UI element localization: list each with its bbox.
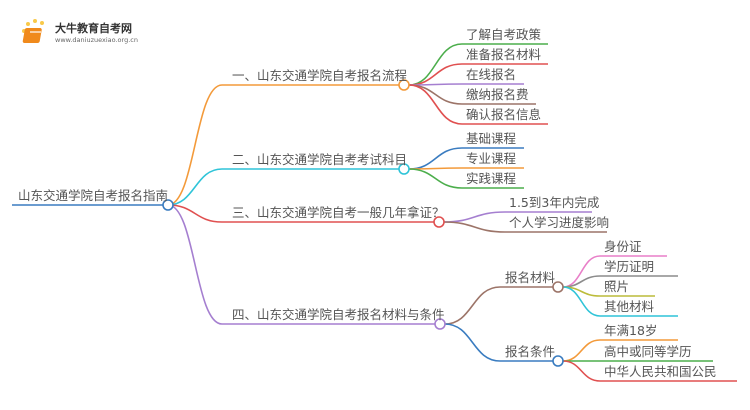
branch-toggle-4[interactable] [434,318,446,330]
leaf-node[interactable]: 专业课程 [466,151,517,166]
sub-toggle[interactable] [552,281,564,293]
leaf-node[interactable]: 年满18岁 [604,323,658,338]
leaf-node[interactable]: 基础课程 [466,131,517,146]
leaf-connector [408,63,463,86]
sub-node[interactable]: 报名材料 [505,270,556,285]
branch-node-2[interactable]: 二、山东交通学院自考考试科目 [232,152,408,167]
branch-node-3[interactable]: 三、山东交通学院自考一般几年拿证？ [232,205,445,220]
leaf-node[interactable]: 在线报名 [466,67,517,82]
leaf-connector [562,360,601,382]
logo-url: www.daniuzuexiao.org.cn [55,36,138,44]
leaf-node[interactable]: 其他材料 [604,299,655,314]
branch-node-1[interactable]: 一、山东交通学院自考报名流程 [232,68,408,83]
leaf-node[interactable]: 个人学习进度影响 [509,215,610,230]
branch-toggle-3[interactable] [433,216,445,228]
leaf-connector [562,339,601,362]
leaf-connector [443,211,506,223]
branch-connector [167,84,223,206]
branch-node-4[interactable]: 四、山东交通学院自考报名材料与条件 [232,307,445,322]
leaf-connector [562,286,601,317]
leaf-connector [408,168,463,189]
leaf-node[interactable]: 了解自考政策 [466,27,542,42]
leaf-connector [408,84,463,125]
sub-node[interactable]: 报名条件 [505,344,556,359]
leaf-node[interactable]: 学历证明 [604,259,655,274]
branch-toggle-1[interactable] [398,79,410,91]
leaf-node[interactable]: 高中或同等学历 [604,344,692,359]
logo-title: 大牛教育自考网 [55,22,132,35]
leaf-node[interactable]: 实践课程 [466,171,517,186]
root-node[interactable]: 山东交通学院自考报名指南 [18,188,169,203]
leaf-node[interactable]: 确认报名信息 [466,107,542,122]
branch-connector [167,204,223,223]
leaf-node[interactable]: 准备报名材料 [466,47,542,62]
leaf-node[interactable]: 1.5到3年内完成 [509,195,600,210]
leaf-node[interactable]: 缴纳报名费 [466,87,529,102]
root-toggle[interactable] [162,199,174,211]
leaf-node[interactable]: 中华人民共和国公民 [604,364,717,379]
branch-connector [167,168,223,206]
leaf-connector [408,84,463,105]
sub-toggle[interactable] [552,355,564,367]
leaf-connector [443,221,506,233]
leaf-connector [408,147,463,170]
sub-connector [444,323,501,362]
leaf-node[interactable]: 身份证 [604,239,642,254]
branch-toggle-2[interactable] [398,163,410,175]
sub-connector [444,286,501,325]
logo-icon [18,17,52,51]
leaf-node[interactable]: 照片 [604,279,630,294]
branch-connector [167,204,223,325]
